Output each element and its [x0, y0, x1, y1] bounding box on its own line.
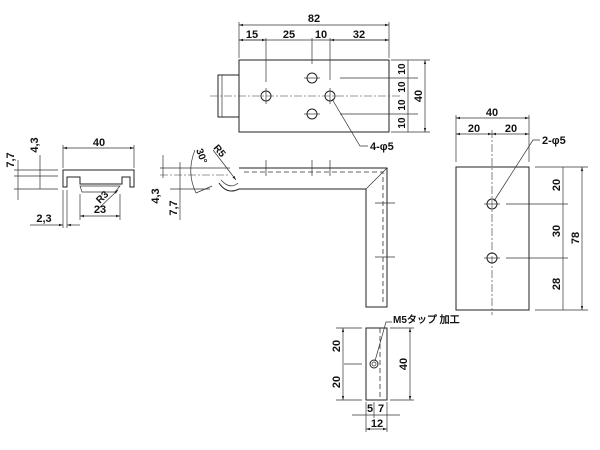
dim-thickness: 2,3 [36, 213, 51, 225]
dim-v20: 20 [331, 340, 343, 352]
hole-note: 2-φ5 [542, 135, 566, 147]
dim-v10: 10 [397, 63, 408, 75]
dim-width: 40 [93, 137, 105, 149]
tapped-hole [369, 359, 379, 369]
dim-15: 15 [246, 29, 258, 41]
dim-overall-height: 78 [570, 232, 582, 244]
dim-overall-width: 12 [371, 418, 383, 430]
dim-overall-width: 82 [308, 13, 320, 25]
dim-slot-width: 23 [94, 204, 106, 216]
dim-overall-height: 40 [398, 358, 410, 370]
dim-angle: 30° [193, 147, 209, 165]
dim-v20: 20 [551, 179, 563, 191]
dim-v20: 20 [331, 376, 343, 388]
dim-half-width: 20 [468, 123, 480, 135]
dim-outer-height: 7,7 [168, 200, 180, 215]
dim-v28: 28 [551, 278, 563, 290]
dim-half-width: 20 [505, 123, 517, 135]
dim-inner-height: 4,3 [29, 137, 41, 152]
front-view: R5 30° 4,3 7,7 [150, 143, 395, 308]
hole-note: 4-φ5 [370, 141, 394, 153]
dim-outer-height: 7,7 [5, 152, 17, 167]
dim-radius: R5 [211, 143, 228, 160]
dim-v30: 30 [551, 225, 563, 237]
dim-overall-width: 40 [486, 107, 498, 119]
dim-inner-height: 4,3 [150, 188, 162, 203]
bottom-view: M5タップ 加工 20 20 40 5 7 12 [331, 313, 460, 432]
tap-note: M5タップ 加工 [393, 313, 460, 326]
dim-v10: 10 [397, 117, 408, 129]
top-view: 82 15 25 10 32 10 10 10 10 40 4-φ5 [210, 13, 430, 153]
dim-5: 5 [367, 403, 373, 415]
dim-overall-height: 40 [413, 90, 425, 102]
dim-32: 32 [353, 29, 365, 41]
dim-7: 7 [378, 403, 384, 415]
dim-v10: 10 [397, 99, 408, 111]
dim-25: 25 [283, 29, 295, 41]
dim-v10: 10 [397, 81, 408, 93]
right-view: 40 20 20 2-φ5 20 30 28 78 [455, 107, 588, 315]
dim-10: 10 [315, 29, 327, 41]
side-section-view: 40 23 R3 2,3 7,7 4,3 [5, 137, 135, 228]
